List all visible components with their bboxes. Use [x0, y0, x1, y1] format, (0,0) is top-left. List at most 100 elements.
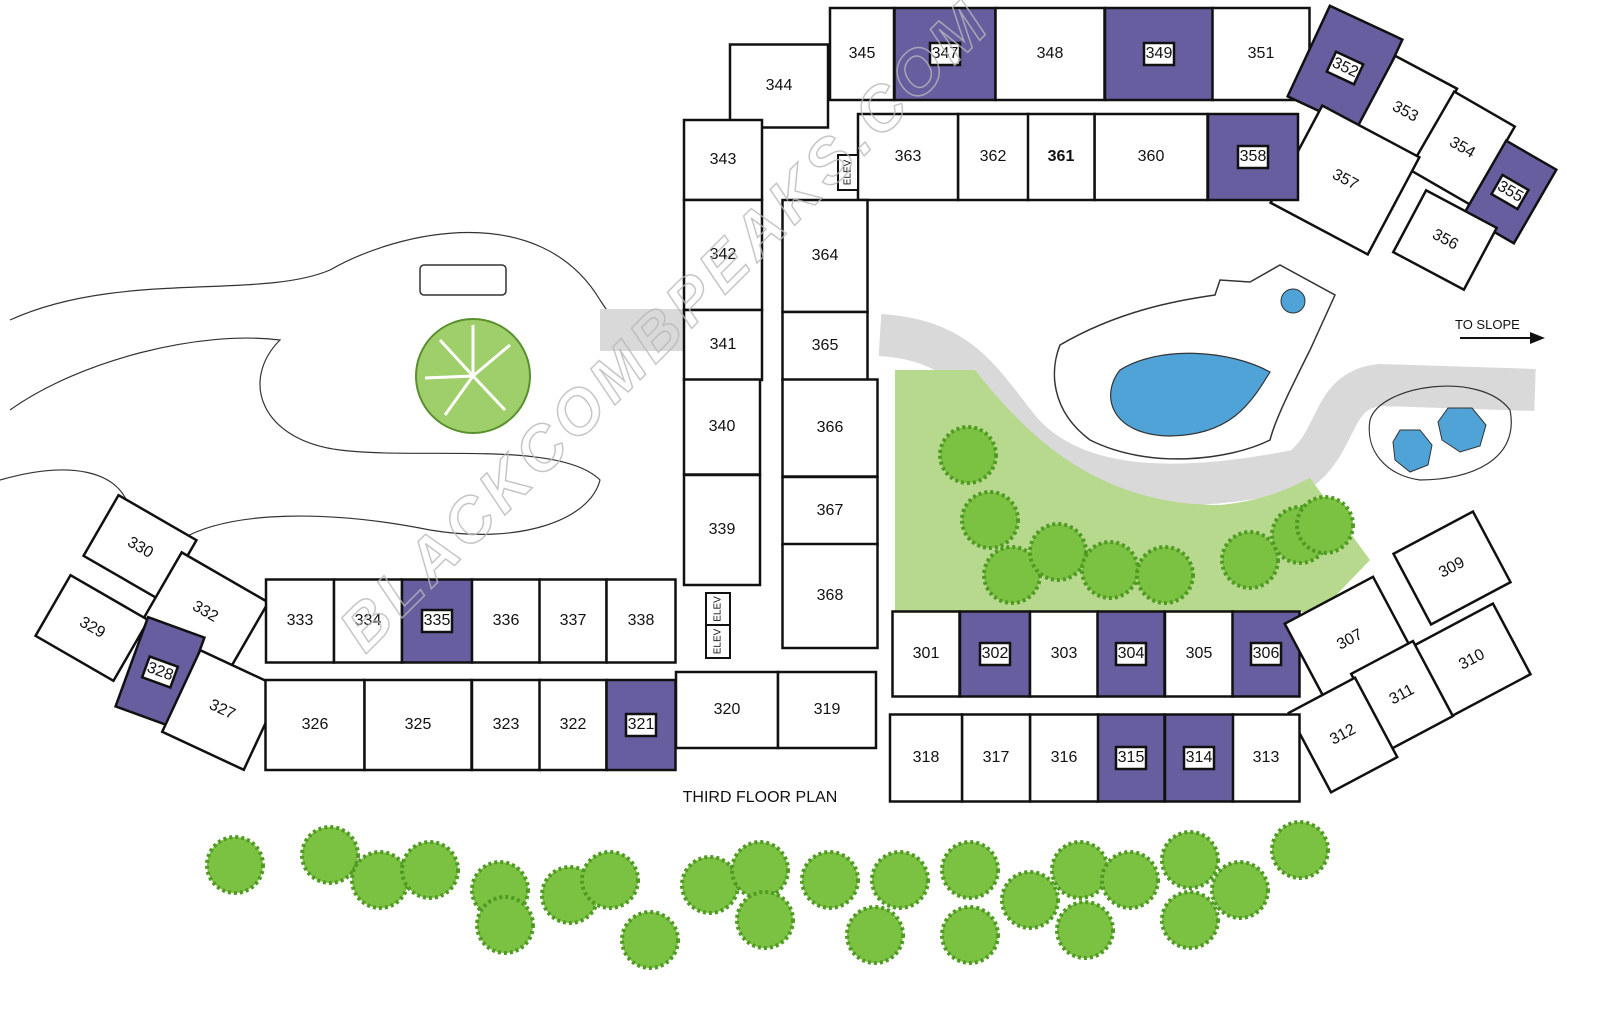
- unit-364[interactable]: 364: [781, 198, 869, 314]
- unit-outline: [994, 6, 1106, 102]
- unit-337[interactable]: 337: [538, 578, 608, 664]
- unit-label-background: [1236, 144, 1270, 170]
- unit-355[interactable]: 355: [1461, 138, 1559, 246]
- tree-icon: [680, 855, 740, 915]
- unit-304[interactable]: 304: [1096, 610, 1166, 698]
- tree-icon: [1055, 900, 1115, 960]
- floor-plan-title: THIRD FLOOR PLAN: [683, 789, 838, 806]
- unit-323[interactable]: 323: [470, 678, 542, 772]
- unit-328[interactable]: 328: [113, 615, 207, 729]
- unit-313[interactable]: 313: [1231, 713, 1301, 803]
- unit-number: 303: [1051, 645, 1078, 662]
- tree-icon: [940, 840, 1000, 900]
- unit-334[interactable]: 334: [332, 578, 404, 664]
- unit-outline: [828, 6, 896, 102]
- unit-number: 345: [849, 45, 876, 62]
- elevator-label: ELEV: [843, 159, 854, 185]
- unit-325[interactable]: 325: [363, 678, 473, 772]
- unit-number: 361: [1048, 148, 1075, 165]
- unit-number: 335: [424, 612, 451, 629]
- unit-number: 323: [493, 716, 520, 733]
- unit-320[interactable]: 320: [674, 670, 780, 750]
- unit-356[interactable]: 356: [1391, 188, 1499, 292]
- unit-315[interactable]: 315: [1096, 713, 1166, 803]
- unit-outline: [332, 578, 404, 664]
- unit-342[interactable]: 342: [682, 198, 764, 312]
- unit-316[interactable]: 316: [1028, 713, 1100, 803]
- tree-icon: [800, 850, 860, 910]
- unit-318[interactable]: 318: [888, 713, 964, 803]
- tree-icon: [205, 835, 265, 895]
- unit-344[interactable]: 344: [728, 43, 830, 129]
- unit-314[interactable]: 314: [1163, 713, 1235, 803]
- tree-icon: [350, 850, 410, 910]
- unit-outline: [682, 308, 764, 382]
- unit-outline: [1028, 610, 1100, 698]
- unit-349[interactable]: 349: [1103, 6, 1215, 102]
- unit-number: 367: [817, 502, 844, 519]
- unit-303[interactable]: 303: [1028, 610, 1100, 698]
- unit-336[interactable]: 336: [470, 578, 542, 664]
- unit-number: 302: [982, 645, 1009, 662]
- unit-number: 338: [628, 612, 655, 629]
- unit-365[interactable]: 365: [781, 310, 869, 382]
- unit-345[interactable]: 345: [828, 6, 896, 102]
- unit-360[interactable]: 360: [1093, 112, 1209, 202]
- unit-outline: [264, 578, 336, 664]
- unit-311[interactable]: 311: [1349, 639, 1455, 751]
- unit-358[interactable]: 358: [1206, 112, 1300, 202]
- tree-icon: [845, 905, 905, 965]
- unit-label-background: [1325, 50, 1365, 86]
- unit-333[interactable]: 333: [264, 578, 336, 664]
- tree-icon: [620, 910, 680, 970]
- unit-338[interactable]: 338: [605, 578, 677, 664]
- unit-368[interactable]: 368: [781, 542, 879, 650]
- tree-icon: [1210, 860, 1270, 920]
- unit-329[interactable]: 329: [33, 573, 151, 683]
- unit-363[interactable]: 363: [856, 112, 960, 202]
- unit-322[interactable]: 322: [538, 678, 608, 772]
- unit-339[interactable]: 339: [682, 473, 762, 587]
- unit-343[interactable]: 343: [682, 118, 764, 202]
- elevator-label: ELEV: [713, 628, 724, 654]
- unit-327[interactable]: 327: [160, 648, 284, 772]
- unit-309[interactable]: 309: [1391, 509, 1513, 627]
- unit-outline: [682, 378, 762, 476]
- unit-367[interactable]: 367: [781, 475, 879, 547]
- unit-361[interactable]: 361: [1026, 112, 1096, 202]
- unit-number: 318: [913, 749, 940, 766]
- tree-icon: [1000, 870, 1060, 930]
- unit-335[interactable]: 335: [400, 578, 474, 664]
- unit-348[interactable]: 348: [994, 6, 1106, 102]
- unit-341[interactable]: 341: [682, 308, 764, 382]
- tree-icon: [1160, 890, 1220, 950]
- unit-outline: [1093, 112, 1209, 202]
- unit-362[interactable]: 362: [956, 112, 1030, 202]
- unit-number: 333: [287, 612, 314, 629]
- unit-357[interactable]: 357: [1268, 103, 1422, 257]
- unit-outline: [264, 678, 366, 772]
- unit-305[interactable]: 305: [1163, 610, 1235, 698]
- unit-321[interactable]: 321: [605, 678, 677, 772]
- unit-outline: [781, 475, 879, 547]
- unit-301[interactable]: 301: [891, 610, 961, 698]
- unit-number: 317: [983, 749, 1010, 766]
- tree-icon: [938, 425, 998, 485]
- tree-icon: [940, 905, 1000, 965]
- unit-319[interactable]: 319: [776, 670, 878, 750]
- unit-312[interactable]: 312: [1287, 675, 1399, 795]
- unit-366[interactable]: 366: [781, 378, 879, 478]
- unit-outline: [160, 648, 284, 772]
- unit-326[interactable]: 326: [264, 678, 366, 772]
- unit-347[interactable]: 347: [893, 6, 997, 102]
- unit-outline: [1163, 610, 1235, 698]
- unit-340[interactable]: 340: [682, 378, 762, 476]
- unit-317[interactable]: 317: [960, 713, 1032, 803]
- unit-number: 319: [814, 701, 841, 718]
- unit-number: 344: [766, 77, 793, 94]
- unit-302[interactable]: 302: [958, 610, 1032, 698]
- unit-outline: [781, 542, 879, 650]
- hot-tub: [1437, 407, 1487, 453]
- unit-outline: [1287, 675, 1399, 795]
